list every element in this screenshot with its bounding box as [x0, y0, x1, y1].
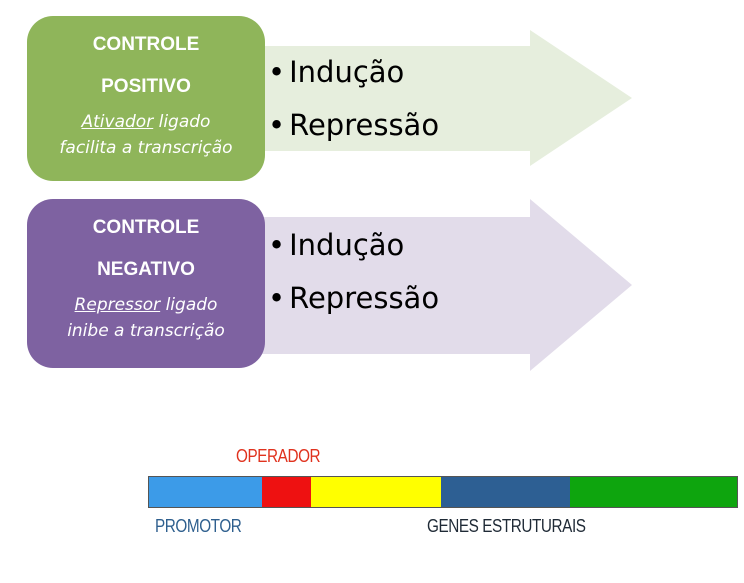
positive-bullet-list: •Indução •Repressão [268, 46, 439, 152]
bullet-text: Repressão [289, 281, 439, 315]
bullet-dot: • [268, 108, 285, 142]
segment-gene-2 [441, 477, 570, 507]
segment-gene-3 [570, 477, 737, 507]
positive-description: Ativador ligado [27, 110, 265, 134]
negative-description: Repressor ligado [27, 293, 265, 317]
bullet-text: Repressão [289, 108, 439, 142]
bullet-text: Indução [289, 228, 404, 262]
segment-gene-1 [311, 477, 441, 507]
positive-control-card: CONTROLE POSITIVO Ativador ligado facili… [27, 16, 265, 181]
negative-title-line2: NEGATIVO [27, 249, 265, 291]
positive-desc-rest: ligado [153, 112, 210, 132]
genes-estruturais-label: GENES ESTRUTURAIS [427, 516, 586, 537]
negative-desc-rest: ligado [160, 295, 217, 315]
bullet-dot: • [268, 228, 285, 262]
segment-promotor [149, 477, 262, 507]
promotor-label: PROMOTOR [155, 516, 241, 537]
bullet-dot: • [268, 55, 285, 89]
repressor-term: Repressor [75, 295, 161, 315]
negative-bullet-inducao: •Indução [268, 219, 439, 272]
operon-bar [148, 476, 738, 508]
positive-bullet-inducao: •Indução [268, 46, 439, 99]
negative-description-line2: inibe a transcrição [27, 319, 265, 343]
positive-title-line2: POSITIVO [27, 66, 265, 108]
negative-control-card: CONTROLE NEGATIVO Repressor ligado inibe… [27, 199, 265, 368]
positive-description-line2: facilita a transcrição [27, 136, 265, 160]
segment-operador [262, 477, 311, 507]
activator-term: Ativador [82, 112, 154, 132]
negative-bullet-list: •Indução •Repressão [268, 219, 439, 325]
bullet-text: Indução [289, 55, 404, 89]
negative-title-line1: CONTROLE [27, 207, 265, 249]
operador-label: OPERADOR [236, 446, 320, 467]
positive-bullet-repressao: •Repressão [268, 99, 439, 152]
positive-title-line1: CONTROLE [27, 24, 265, 66]
bullet-dot: • [268, 281, 285, 315]
negative-bullet-repressao: •Repressão [268, 272, 439, 325]
